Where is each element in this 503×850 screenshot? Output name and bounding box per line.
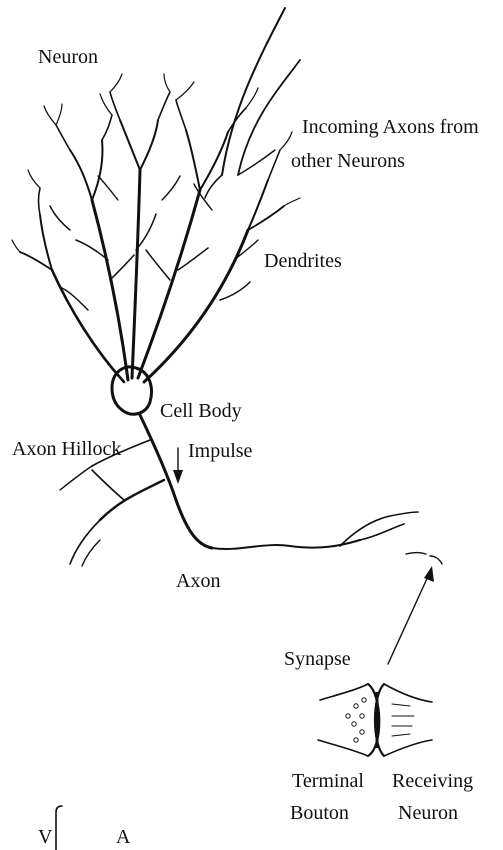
label-cell-body: Cell Body bbox=[160, 400, 242, 422]
bottom-bracket bbox=[56, 806, 62, 850]
label-synapse: Synapse bbox=[284, 648, 351, 670]
label-receiving-line2: Neuron bbox=[398, 802, 458, 824]
label-axon: Axon bbox=[176, 570, 220, 592]
dendrites bbox=[12, 74, 300, 382]
label-impulse: Impulse bbox=[188, 440, 252, 462]
label-terminal-line1: Terminal bbox=[292, 770, 364, 792]
incoming-axons bbox=[205, 8, 300, 198]
label-receiving-line1: Receiving bbox=[392, 770, 473, 792]
label-dendrites: Dendrites bbox=[264, 250, 342, 272]
title-neuron: Neuron bbox=[38, 46, 98, 68]
synapse-pointer-arrow bbox=[388, 566, 434, 664]
label-bottom-v: V bbox=[38, 826, 52, 848]
impulse-arrow bbox=[173, 448, 183, 484]
synapse-inset bbox=[318, 684, 432, 756]
label-incoming-axons-line1: Incoming Axons from bbox=[302, 116, 479, 138]
label-axon-hillock: Axon Hillock bbox=[12, 438, 121, 460]
label-terminal-line2: Bouton bbox=[290, 802, 349, 824]
label-incoming-axons-line2: other Neurons bbox=[291, 150, 405, 172]
label-bottom-a: A bbox=[116, 826, 130, 848]
